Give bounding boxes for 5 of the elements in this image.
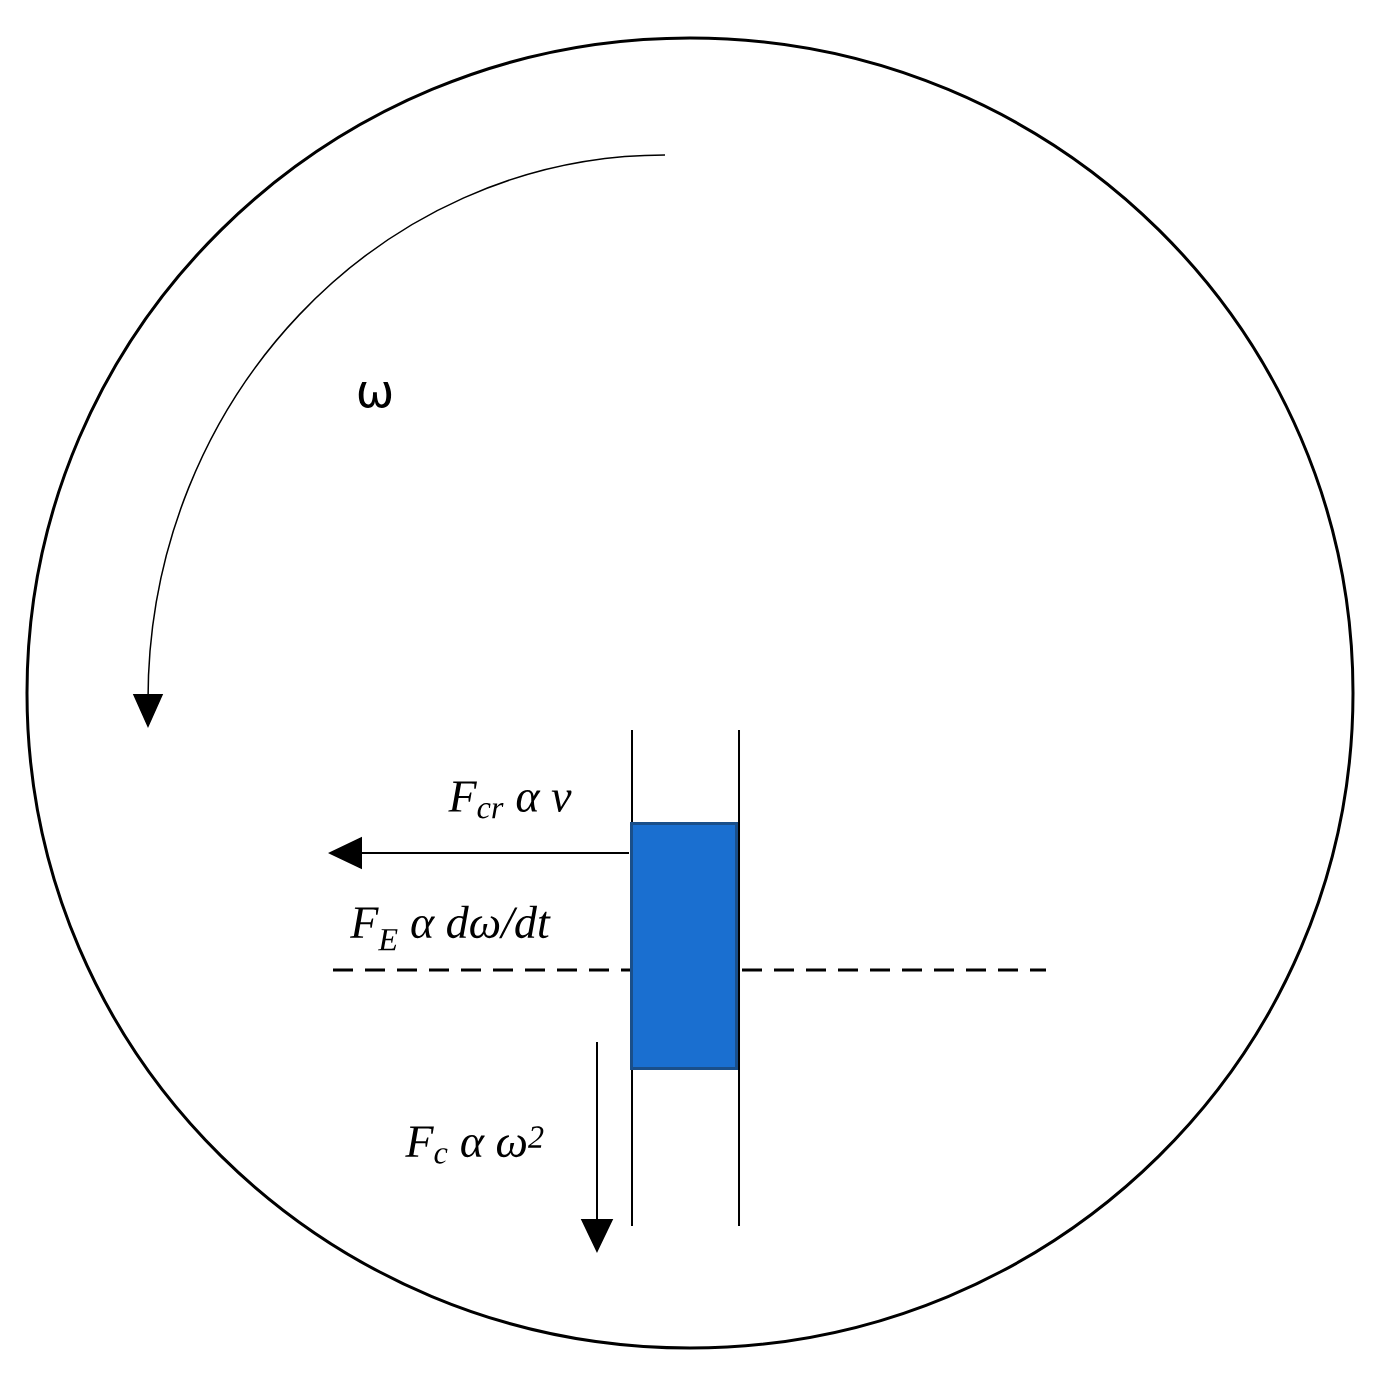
formula-label: F$_{E}$ α dω/dt [350, 905, 551, 951]
sliding-block [630, 822, 738, 1070]
formula-label: F$_{cr}$ α v [448, 781, 572, 819]
formula-label: ω [358, 382, 392, 408]
formula-label: F$_{c}$ α ω$^{2}$ [405, 1126, 544, 1164]
